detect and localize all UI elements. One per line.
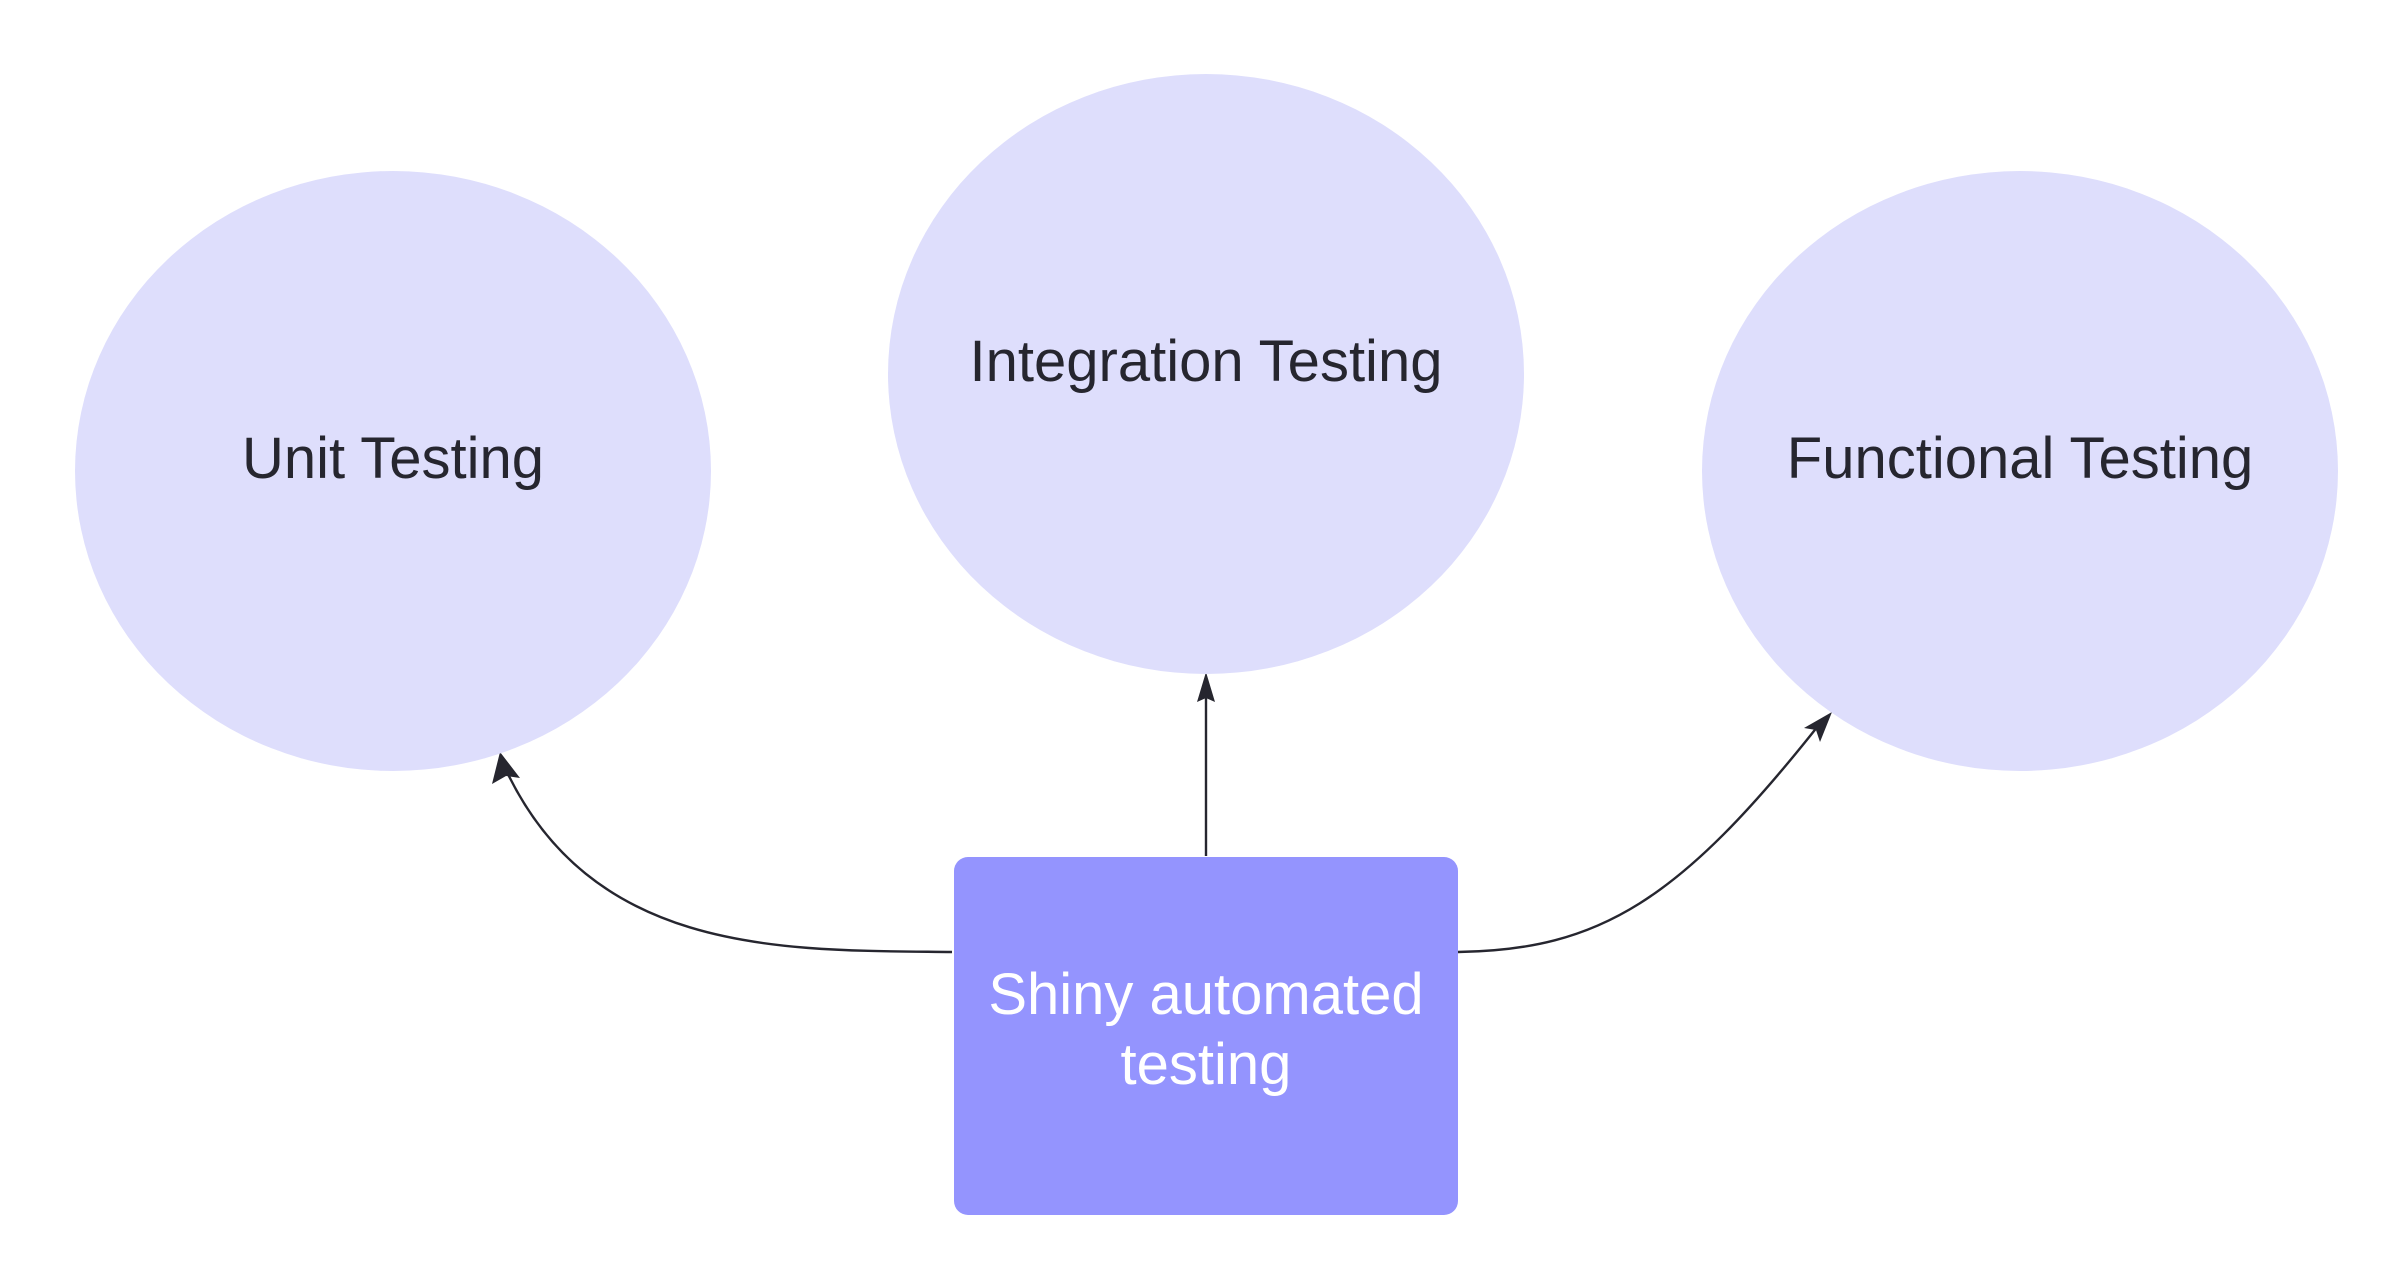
arrowhead-integration — [1197, 672, 1215, 702]
node-integration-testing[interactable]: Integration Testing — [888, 74, 1524, 674]
edges — [492, 672, 1832, 954]
unit-testing-circle — [75, 171, 711, 771]
shiny-automated-testing-label-line1: Shiny automated — [988, 962, 1423, 1027]
node-functional-testing[interactable]: Functional Testing — [1702, 171, 2338, 771]
shiny-automated-testing-label-line2: testing — [1121, 1032, 1292, 1097]
node-unit-testing[interactable]: Unit Testing — [75, 171, 711, 771]
shiny-automated-testing-box — [954, 857, 1458, 1215]
arrowhead-unit — [492, 752, 520, 784]
functional-testing-label: Functional Testing — [1787, 426, 2253, 491]
unit-testing-label: Unit Testing — [242, 426, 544, 491]
edge-root-to-functional — [1457, 725, 1819, 954]
integration-testing-circle — [888, 74, 1524, 674]
node-shiny-automated-testing[interactable]: Shiny automated testing — [954, 857, 1458, 1215]
functional-testing-circle — [1702, 171, 2338, 771]
edge-root-to-unit — [504, 769, 953, 954]
arrowhead-functional — [1804, 712, 1832, 742]
integration-testing-label: Integration Testing — [970, 329, 1443, 394]
